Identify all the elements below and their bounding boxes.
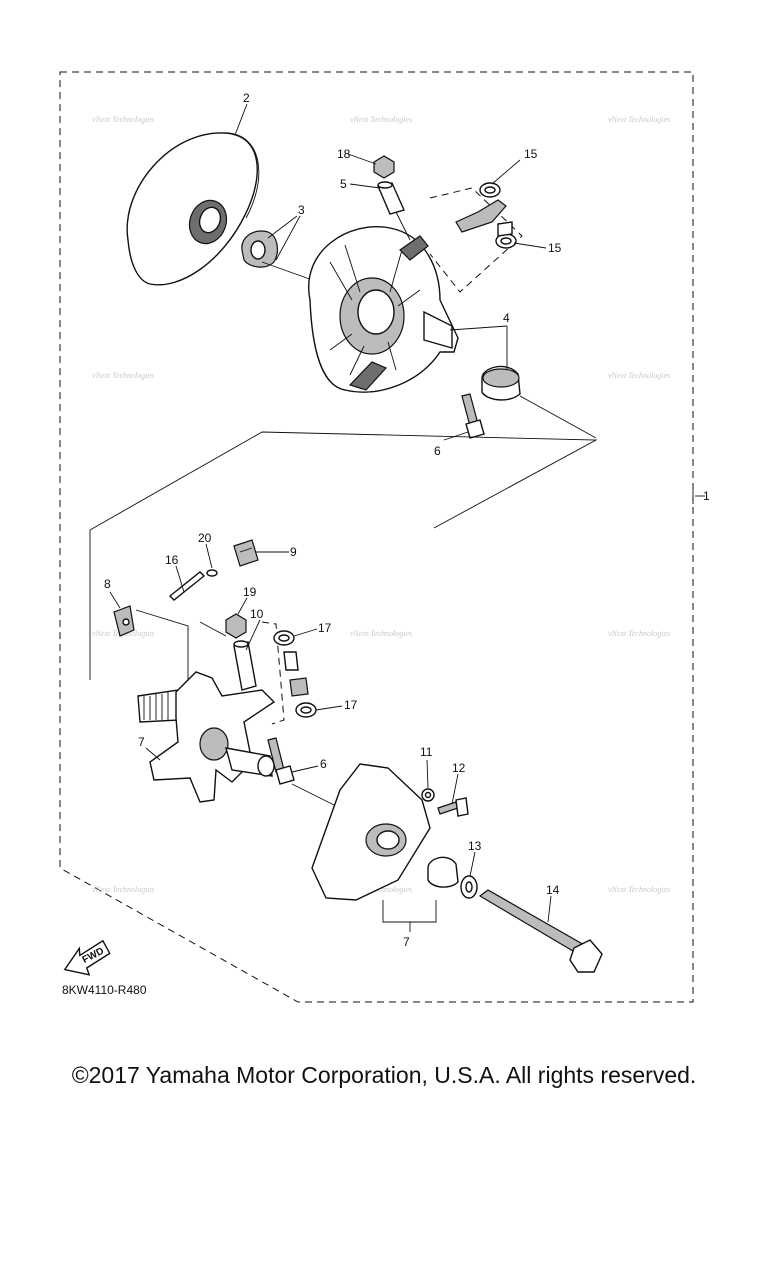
watermark: vNext Technologies [350, 629, 412, 638]
primary-pulley-housing [308, 226, 459, 393]
callout-8: 7 [138, 735, 145, 749]
part-4-bushing [481, 365, 521, 401]
callout-15: 15 [548, 241, 562, 255]
callout-9: 8 [104, 577, 111, 591]
callout-17: 17 [344, 698, 358, 712]
callout-10: 9 [290, 545, 297, 559]
diagram-code: 8KW4110-R480 [62, 983, 147, 997]
callout-7: 19 [243, 585, 257, 599]
callout-14: 11 [420, 745, 433, 759]
part-7-nut [225, 613, 247, 639]
watermark: vNext Technologies [92, 885, 154, 894]
callout-1: 1 [703, 489, 710, 503]
callout-20: 20 [198, 531, 212, 545]
part-6-bolt [461, 393, 485, 439]
copyright-notice: ©2017 Yamaha Motor Corporation, U.S.A. A… [71, 1062, 697, 1088]
part-13-bolt [437, 797, 469, 817]
callout-6: 6 [320, 757, 327, 771]
callout-6: 6 [434, 444, 441, 458]
part-6-bolt [267, 737, 295, 785]
part-10-block [233, 539, 259, 567]
watermark: vNext Technologies [608, 629, 670, 638]
part-11-collar [233, 640, 257, 691]
part-5-collar [377, 181, 405, 215]
callout-11: 10 [250, 607, 264, 621]
part-15-washer [479, 182, 517, 249]
part-2-sheave [126, 132, 260, 286]
watermark: vNext Technologies [92, 115, 154, 124]
part-12-cover [311, 763, 459, 901]
callout-19: 13 [468, 839, 482, 853]
watermark: vNext Technologies [350, 115, 412, 124]
fwd-arrow-icon: FWD [63, 939, 111, 976]
callout-17: 17 [318, 621, 332, 635]
watermark: vNext Technologies [608, 371, 670, 380]
watermark: vNext Technologies [92, 371, 154, 380]
callout-7: 18 [337, 147, 351, 161]
callout-3: 3 [298, 203, 305, 217]
part-8-spider [137, 671, 276, 803]
watermark: vNext Technologies [350, 885, 412, 894]
part-9-slider [113, 605, 135, 637]
part-20-oring [206, 569, 218, 577]
callout-16: 16 [165, 553, 179, 567]
part-3-weight [241, 230, 278, 268]
callout-12: 7 [403, 935, 410, 949]
part-19-washer [460, 875, 478, 899]
parts-exploded-diagram: vNext Technologies vNext Technologies vN… [59, 71, 710, 1003]
callout-13: 12 [452, 761, 466, 775]
callouts: 2 3 18 5 15 15 4 6 1 20 9 16 8 19 10 17 … [104, 91, 710, 949]
cam-arm [455, 199, 513, 237]
watermark: vNext Technologies [608, 885, 670, 894]
callout-4: 4 [503, 311, 510, 325]
part-16-pin [168, 571, 206, 601]
callout-18: 14 [546, 883, 560, 897]
part-14-washer [421, 788, 435, 802]
callout-2: 2 [243, 91, 250, 105]
leader-lines [109, 103, 705, 932]
callout-5: 5 [340, 177, 347, 191]
callout-15: 15 [524, 147, 538, 161]
part-17-washer [273, 630, 317, 718]
part-7-nut [373, 155, 395, 179]
watermark: vNext Technologies [608, 115, 670, 124]
part-18-bolt [478, 889, 603, 973]
